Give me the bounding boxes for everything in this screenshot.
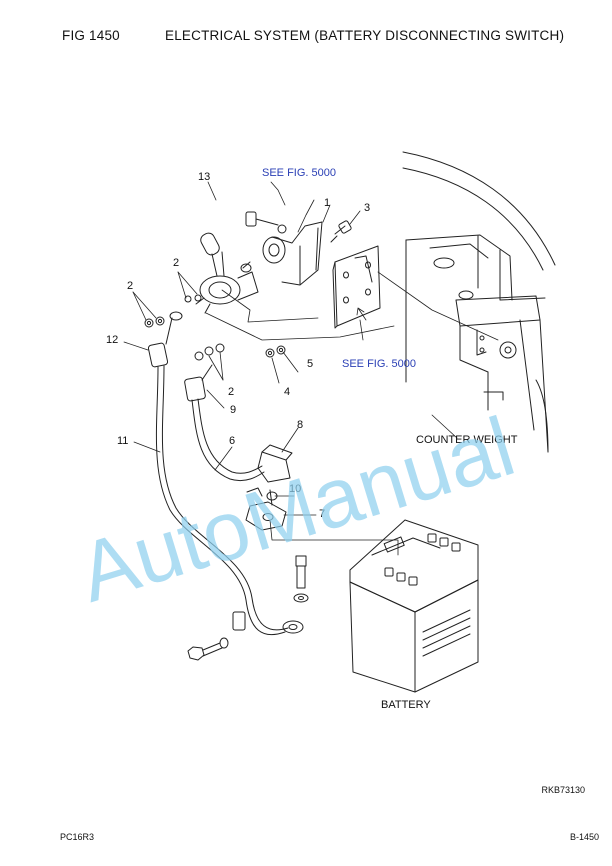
callout-11: 11 [117,435,128,447]
switch-bracket-drawing [262,221,323,286]
callout-2-lower: 2 [228,386,234,398]
fasteners-drawing [144,211,352,501]
callout-3: 3 [364,202,370,214]
counter-weight-drawing [402,151,556,453]
battery-caps [384,533,461,586]
figure-number: FIG 1450 [62,28,120,43]
callout-5: 5 [307,358,313,370]
battery-label: BATTERY [381,699,431,711]
callout-10: 10 [289,483,301,495]
bolts-drawing [187,555,309,661]
counter-weight-label: COUNTER WEIGHT [416,434,518,446]
page-number: B-1450 [569,832,599,842]
drawing-reference-code: RKB73130 [541,785,585,795]
callout-7: 8 [297,419,303,431]
see-fig-reference-top: SEE FIG. 5000 [262,167,336,179]
callout-2-left: 2 [127,280,133,292]
callout-6: 6 [229,435,235,447]
see-fig-reference-bottom: SEE FIG. 5000 [342,358,416,370]
callout-12: 12 [106,334,118,346]
mounting-plate-drawing [332,245,381,329]
figure-title: ELECTRICAL SYSTEM (BATTERY DISCONNECTING… [165,28,565,43]
callout-8: 9 [230,404,236,416]
battery-drawing [349,519,479,693]
callout-1: 1 [324,197,330,209]
watermark-text: AutoManual [68,399,524,620]
reference-labels: SEE FIG. 5000 SEE FIG. 5000 [262,167,416,370]
disconnect-switch-drawing [184,232,259,314]
ground-cable-drawing [147,311,304,636]
part-labels: COUNTER WEIGHT BATTERY [381,434,518,711]
battery-cable-drawing [184,364,293,531]
callout-2-upper: 2 [173,257,179,269]
callout-13: 13 [198,171,210,183]
leader-lines [123,181,499,556]
callout-9: 7 [319,508,325,520]
model-name: PC16R3 [60,832,95,842]
callout-numbers: 13 1 3 2 2 12 2 9 5 4 11 6 8 10 7 [106,171,370,520]
callout-4: 4 [284,386,290,398]
